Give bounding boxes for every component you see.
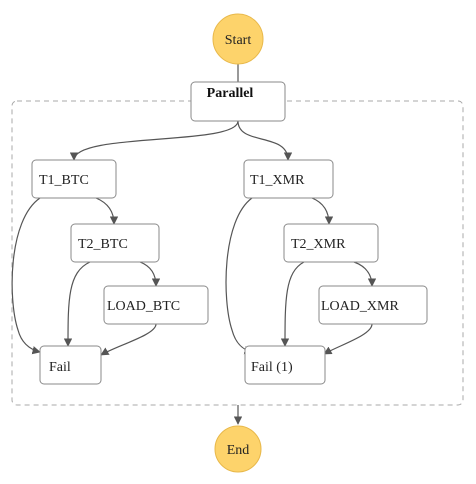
end-label: End: [227, 443, 250, 458]
state-fail-xmr[interactable]: Fail (1): [244, 345, 326, 385]
edge-t2-xmr-load-xmr: [353, 261, 377, 287]
edges: [11, 64, 377, 425]
state-t2-xmr-label: T2_XMR: [291, 237, 346, 252]
state-t1-xmr[interactable]: T1_XMR: [243, 159, 334, 199]
edge-t2-btc-fail: [63, 261, 91, 347]
edge-load-btc-fail: [100, 323, 157, 356]
edge-parallel-t1-btc: [69, 120, 239, 161]
start-label: Start: [225, 33, 252, 48]
state-t1-btc[interactable]: T1_BTC: [31, 159, 117, 199]
parallel-label: Parallel: [207, 86, 254, 101]
edge-t1-xmr-t2-xmr: [311, 197, 334, 225]
state-t1-xmr-label: T1_XMR: [250, 173, 305, 188]
state-load-xmr-label: LOAD_XMR: [321, 299, 399, 314]
state-fail-btc[interactable]: Fail: [39, 345, 102, 385]
state-t2-xmr[interactable]: T2_XMR: [283, 223, 379, 263]
state-fail-xmr-label: Fail (1): [251, 360, 293, 375]
edge-load-xmr-fail-1: [323, 323, 373, 355]
edge-t1-xmr-fail-1: [225, 197, 253, 355]
edge-t1-btc-fail: [11, 197, 41, 355]
edge-t1-btc-t2-btc: [95, 197, 119, 225]
start-node[interactable]: Start: [212, 13, 264, 65]
state-fail-btc-label: Fail: [49, 360, 71, 375]
state-load-btc-label: LOAD_BTC: [107, 299, 180, 314]
state-t1-btc-label: T1_BTC: [39, 173, 89, 188]
state-t2-btc-label: T2_BTC: [78, 237, 128, 252]
state-load-btc[interactable]: LOAD_BTC: [103, 285, 209, 325]
edge-t2-btc-load-btc: [139, 261, 161, 287]
edge-parallel-t1-xmr: [237, 120, 293, 161]
state-load-xmr[interactable]: LOAD_XMR: [318, 285, 428, 325]
parallel-node[interactable]: Parallel: [190, 81, 286, 122]
edge-t2-xmr-fail-1: [280, 261, 305, 347]
end-node[interactable]: End: [214, 425, 262, 473]
state-t2-btc[interactable]: T2_BTC: [70, 223, 160, 263]
